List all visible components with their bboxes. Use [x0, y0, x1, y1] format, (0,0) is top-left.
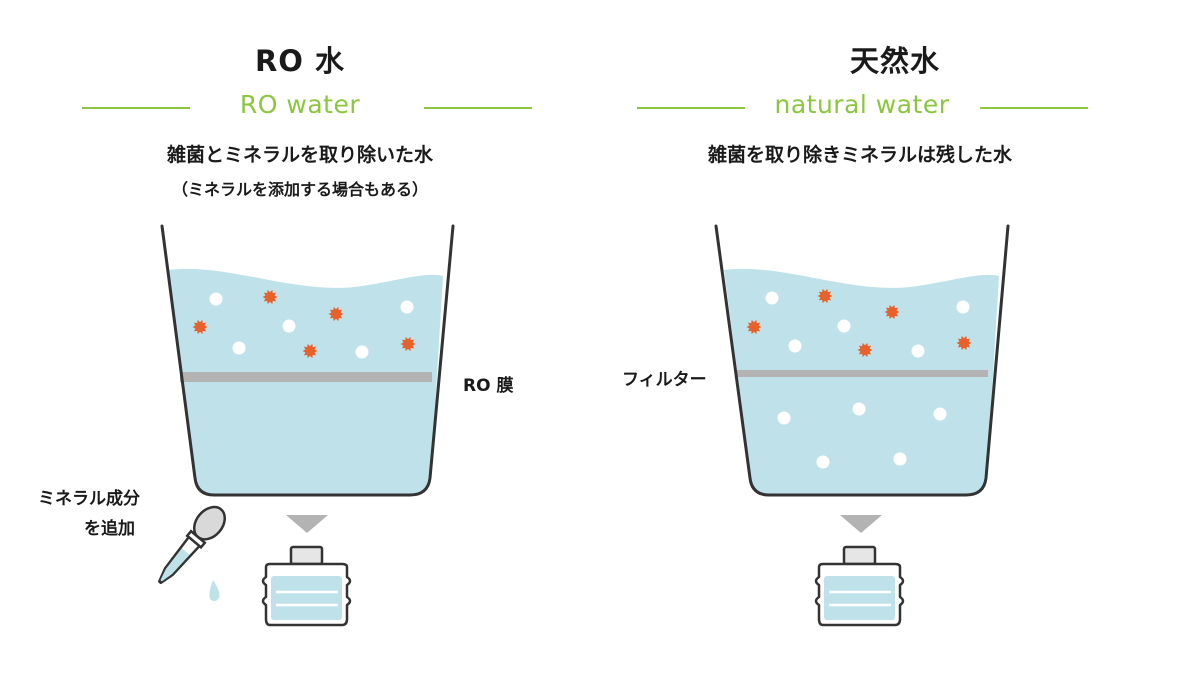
natural-rule-right: [980, 107, 1088, 109]
natural-subtitle-row: natural water: [600, 88, 1200, 124]
ro-note: （ミネラルを添加する場合もある）: [171, 180, 428, 199]
ro-panel: RO 水 RO water 雑菌とミネラルを取り除いた水 （ミネラルを添加する場…: [0, 44, 600, 627]
ro-rule-left: [82, 107, 190, 109]
mineral-dot-icon: [852, 402, 866, 416]
ro-title: RO 水: [254, 44, 346, 78]
ro-membrane-label: RO 膜: [463, 376, 514, 396]
germ-icon: [857, 342, 873, 358]
mineral-dot-icon: [788, 339, 802, 353]
mineral-dot-icon: [355, 345, 369, 359]
ro-membrane: [180, 372, 432, 382]
germ-icon: [817, 288, 833, 304]
mineral-dot-icon: [933, 407, 947, 421]
natural-filter: [736, 370, 988, 377]
mineral-dot-icon: [232, 341, 246, 355]
mineral-dot-icon: [400, 300, 414, 314]
natural-panel: 天然水 natural water 雑菌を取り除きミネラルは残した水: [600, 0, 1200, 675]
mineral-dot-icon: [816, 455, 830, 469]
water-bottle-icon: [261, 545, 352, 627]
water-bottle-icon: [814, 545, 905, 627]
mineral-dot-icon: [282, 319, 296, 333]
mineral-dot-icon: [956, 300, 970, 314]
germ-icon: [262, 289, 278, 305]
germ-icon: [192, 319, 208, 335]
germ-icon: [746, 319, 762, 335]
down-arrow-icon: [286, 515, 328, 533]
ro-rule-right: [424, 107, 532, 109]
mineral-dot-icon: [893, 452, 907, 466]
dropper-icon: [157, 505, 227, 602]
natural-description: 雑菌を取り除きミネラルは残した水: [707, 144, 1012, 166]
germ-icon: [328, 306, 344, 322]
germ-icon: [884, 304, 900, 320]
natural-diagram: [714, 224, 1010, 627]
natural-minerals: [765, 291, 970, 469]
natural-filter-label: フィルター: [622, 370, 707, 390]
mineral-dot-icon: [837, 319, 851, 333]
mineral-dot-icon: [209, 292, 223, 306]
mineral-dot-icon: [765, 291, 779, 305]
ro-cup-outline: [160, 224, 455, 497]
mineral-dot-icon: [911, 344, 925, 358]
ro-germs: [192, 289, 416, 359]
down-arrow-icon: [840, 515, 882, 533]
germ-icon: [400, 336, 416, 352]
mineral-add-label-2: を追加: [84, 519, 135, 539]
natural-water: [724, 268, 999, 495]
germ-icon: [956, 335, 972, 351]
ro-minerals: [209, 292, 414, 359]
germ-icon: [302, 343, 318, 359]
natural-germs: [746, 288, 972, 358]
ro-subtitle: RO water: [239, 90, 361, 119]
ro-diagram: [157, 224, 455, 627]
ro-description: 雑菌とミネラルを取り除いた水: [166, 144, 433, 166]
mineral-dot-icon: [777, 411, 791, 425]
natural-cup-outline: [714, 224, 1010, 497]
natural-rule-left: [637, 107, 745, 109]
ro-subtitle-row: RO water: [0, 88, 600, 124]
mineral-add-label-1: ミネラル成分: [38, 489, 140, 509]
natural-title: 天然水: [849, 44, 940, 78]
natural-subtitle: natural water: [774, 90, 950, 119]
